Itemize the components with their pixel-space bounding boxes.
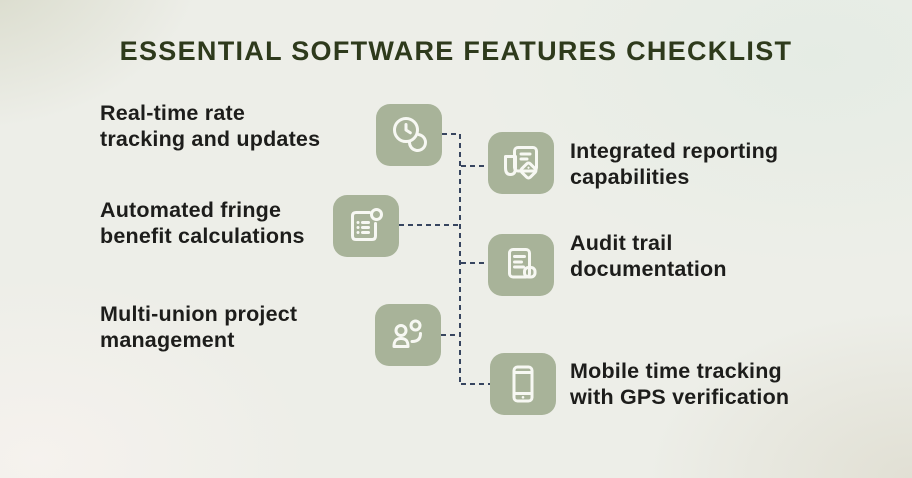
connector-form-to-spine bbox=[399, 224, 460, 226]
feature-label-audit-trail: Audit trail documentation bbox=[570, 231, 727, 281]
form-checklist-icon bbox=[333, 195, 399, 257]
connector-spine-to-report bbox=[461, 165, 488, 167]
connector-team-to-spine bbox=[441, 334, 460, 336]
clock-history-icon bbox=[376, 104, 442, 166]
feature-label-automated-fringe-benefits: Automated fringe benefit calculations bbox=[100, 198, 305, 248]
feature-label-mobile-time-tracking: Mobile time tracking with GPS verificati… bbox=[570, 359, 790, 409]
connector-clock-to-spine bbox=[442, 133, 460, 135]
report-tag-icon bbox=[488, 132, 554, 194]
feature-label-integrated-reporting: Integrated reporting capabilities bbox=[570, 139, 779, 189]
receipt-document-icon bbox=[488, 234, 554, 296]
connector-vertical-spine bbox=[459, 134, 461, 385]
connector-spine-to-phone bbox=[461, 383, 490, 385]
team-users-icon bbox=[375, 304, 441, 366]
feature-label-multi-union-management: Multi-union project management bbox=[100, 302, 298, 352]
page-title: ESSENTIAL SOFTWARE FEATURES CHECKLIST bbox=[119, 36, 793, 66]
smartphone-icon bbox=[490, 353, 556, 415]
feature-label-real-time-rate-tracking: Real-time rate tracking and updates bbox=[100, 101, 321, 151]
connector-spine-to-receipt bbox=[461, 262, 488, 264]
